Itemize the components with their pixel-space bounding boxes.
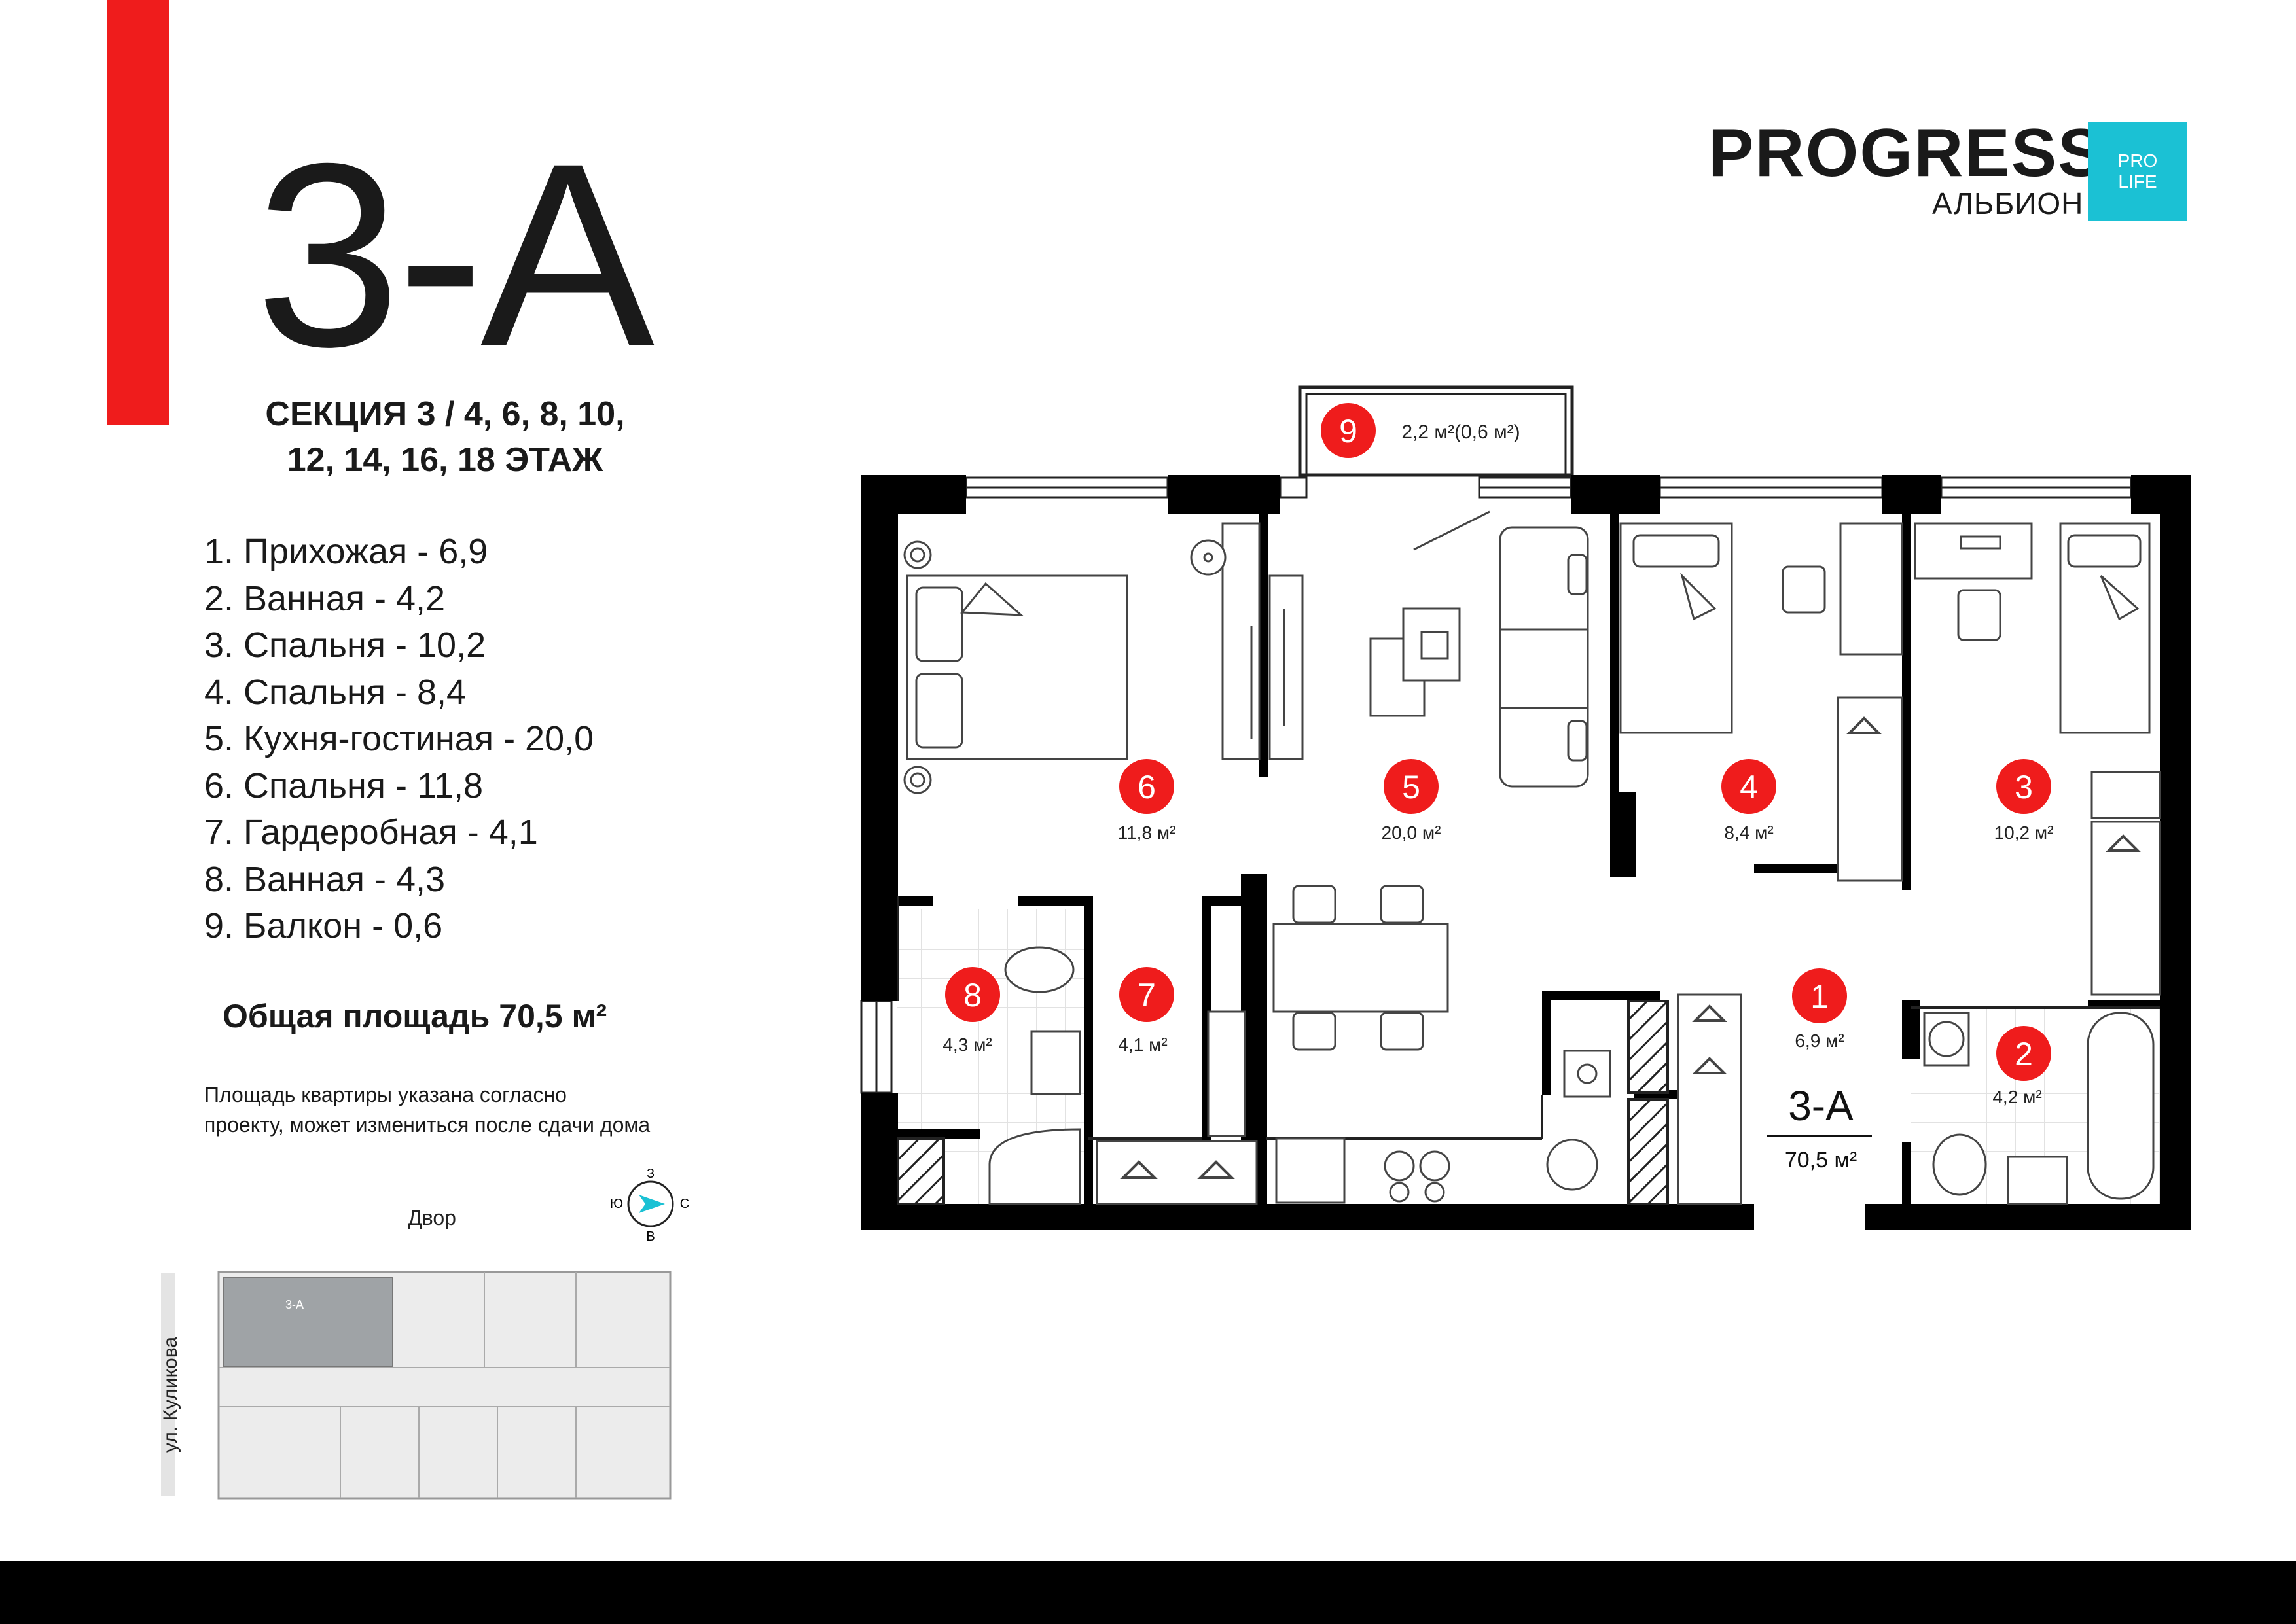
plan-center-label: 3-А 70,5 м² — [1767, 1082, 1872, 1173]
compass-label: З — [647, 1167, 655, 1181]
room-list: 1. Прихожая - 6,9 2. Ванная - 4,2 3. Спа… — [204, 529, 594, 950]
badge-line: LIFE — [2118, 171, 2157, 192]
room-list-item: 7. Гардеробная - 4,1 — [204, 813, 538, 852]
compass: З С В Ю — [610, 1167, 689, 1244]
marker-number: 5 — [1402, 769, 1420, 805]
brand-badge: PRO LIFE — [2088, 122, 2187, 221]
hanger-icons — [1120, 716, 2141, 1179]
room-list-item: 2. Ванная - 4,2 — [204, 578, 446, 618]
marker-number: 4 — [1740, 769, 1758, 805]
compass-label: Ю — [610, 1197, 623, 1211]
shafts — [897, 1000, 1669, 1205]
marker-number: 7 — [1138, 977, 1156, 1014]
room-list-item: 1. Прихожая - 6,9 — [204, 532, 488, 571]
site-map: Двор ул. Куликова 3-А З С В Ю — [160, 1167, 689, 1500]
marker-area: 6,9 м² — [1795, 1031, 1844, 1051]
street-label: ул. Куликова — [160, 1337, 181, 1453]
badge-line: PRO — [2117, 150, 2158, 171]
room-marker-7: 7 4,1 м² — [1118, 967, 1174, 1055]
total-area: Общая площадь 70,5 м² — [223, 998, 607, 1034]
room-marker-6: 6 11,8 м² — [1118, 759, 1176, 843]
room-list-item: 8. Ванная - 4,3 — [204, 859, 446, 899]
room-list-item: 9. Балкон - 0,6 — [204, 906, 443, 945]
marker-number: 3 — [2015, 769, 2033, 805]
plan-unit-area: 70,5 м² — [1785, 1148, 1857, 1173]
marker-number: 8 — [963, 977, 982, 1014]
room-marker-5: 5 20,0 м² — [1382, 759, 1441, 843]
unit-label: 3-А — [285, 1298, 304, 1311]
marker-area: 8,4 м² — [1724, 822, 1773, 843]
yard-label: Двор — [408, 1206, 456, 1229]
compass-label: С — [680, 1197, 689, 1211]
note-line: проекту, может измениться после сдачи до… — [204, 1113, 651, 1137]
brand-subtitle: АЛЬБИОН — [1932, 186, 2084, 221]
room-marker-9: 9 2,2 м²(0,6 м²) — [1321, 403, 1520, 458]
floors-text: 12, 14, 16, 18 ЭТАЖ — [287, 441, 603, 479]
room-marker-8: 8 4,3 м² — [942, 967, 1000, 1055]
plan-unit-title: 3-А — [1788, 1082, 1854, 1129]
marker-area: 2,2 м²(0,6 м²) — [1401, 421, 1520, 443]
section-floors: СЕКЦИЯ 3 / 4, 6, 8, 10, 12, 14, 16, 18 Э… — [196, 391, 694, 483]
room-marker-1: 1 6,9 м² — [1792, 968, 1847, 1051]
bottom-bar — [0, 1561, 2296, 1624]
room-list-item: 4. Спальня - 8,4 — [204, 672, 467, 712]
room-marker-2: 2 4,2 м² — [1992, 1026, 2051, 1107]
marker-area: 4,2 м² — [1992, 1087, 2041, 1107]
marker-area: 10,2 м² — [1994, 822, 2054, 843]
area-note: Площадь квартиры указана согласно проект… — [204, 1080, 728, 1140]
marker-number: 1 — [1810, 978, 1829, 1015]
room-marker-4: 4 8,4 м² — [1721, 759, 1776, 843]
marker-area: 4,1 м² — [1118, 1034, 1167, 1055]
marker-number: 2 — [2015, 1036, 2033, 1072]
marker-area: 20,0 м² — [1382, 822, 1441, 843]
windows — [860, 476, 2132, 1094]
room-marker-3: 3 10,2 м² — [1994, 759, 2054, 843]
red-accent-bar — [107, 0, 169, 425]
marker-number: 9 — [1339, 413, 1357, 450]
marker-area: 11,8 м² — [1118, 822, 1176, 843]
section-text: СЕКЦИЯ 3 / 4, 6, 8, 10, — [265, 395, 625, 433]
marker-area: 4,3 м² — [942, 1034, 992, 1055]
apartment-title: 3-А — [255, 109, 655, 401]
room-list-item: 5. Кухня-гостиная - 20,0 — [204, 719, 594, 758]
room-list-item: 6. Спальня - 11,8 — [204, 766, 484, 805]
room-list-item: 3. Спальня - 10,2 — [204, 626, 486, 665]
brand-name: PROGRESS — [1708, 115, 2105, 191]
room-markers: 1 6,9 м² 2 4,2 м² 3 10,2 м² 4 8,4 м² 5 2… — [942, 403, 2053, 1107]
compass-label: В — [646, 1229, 655, 1244]
marker-number: 6 — [1138, 769, 1156, 805]
furniture — [903, 510, 2161, 1205]
note-line: Площадь квартиры указана согласно — [204, 1083, 567, 1106]
